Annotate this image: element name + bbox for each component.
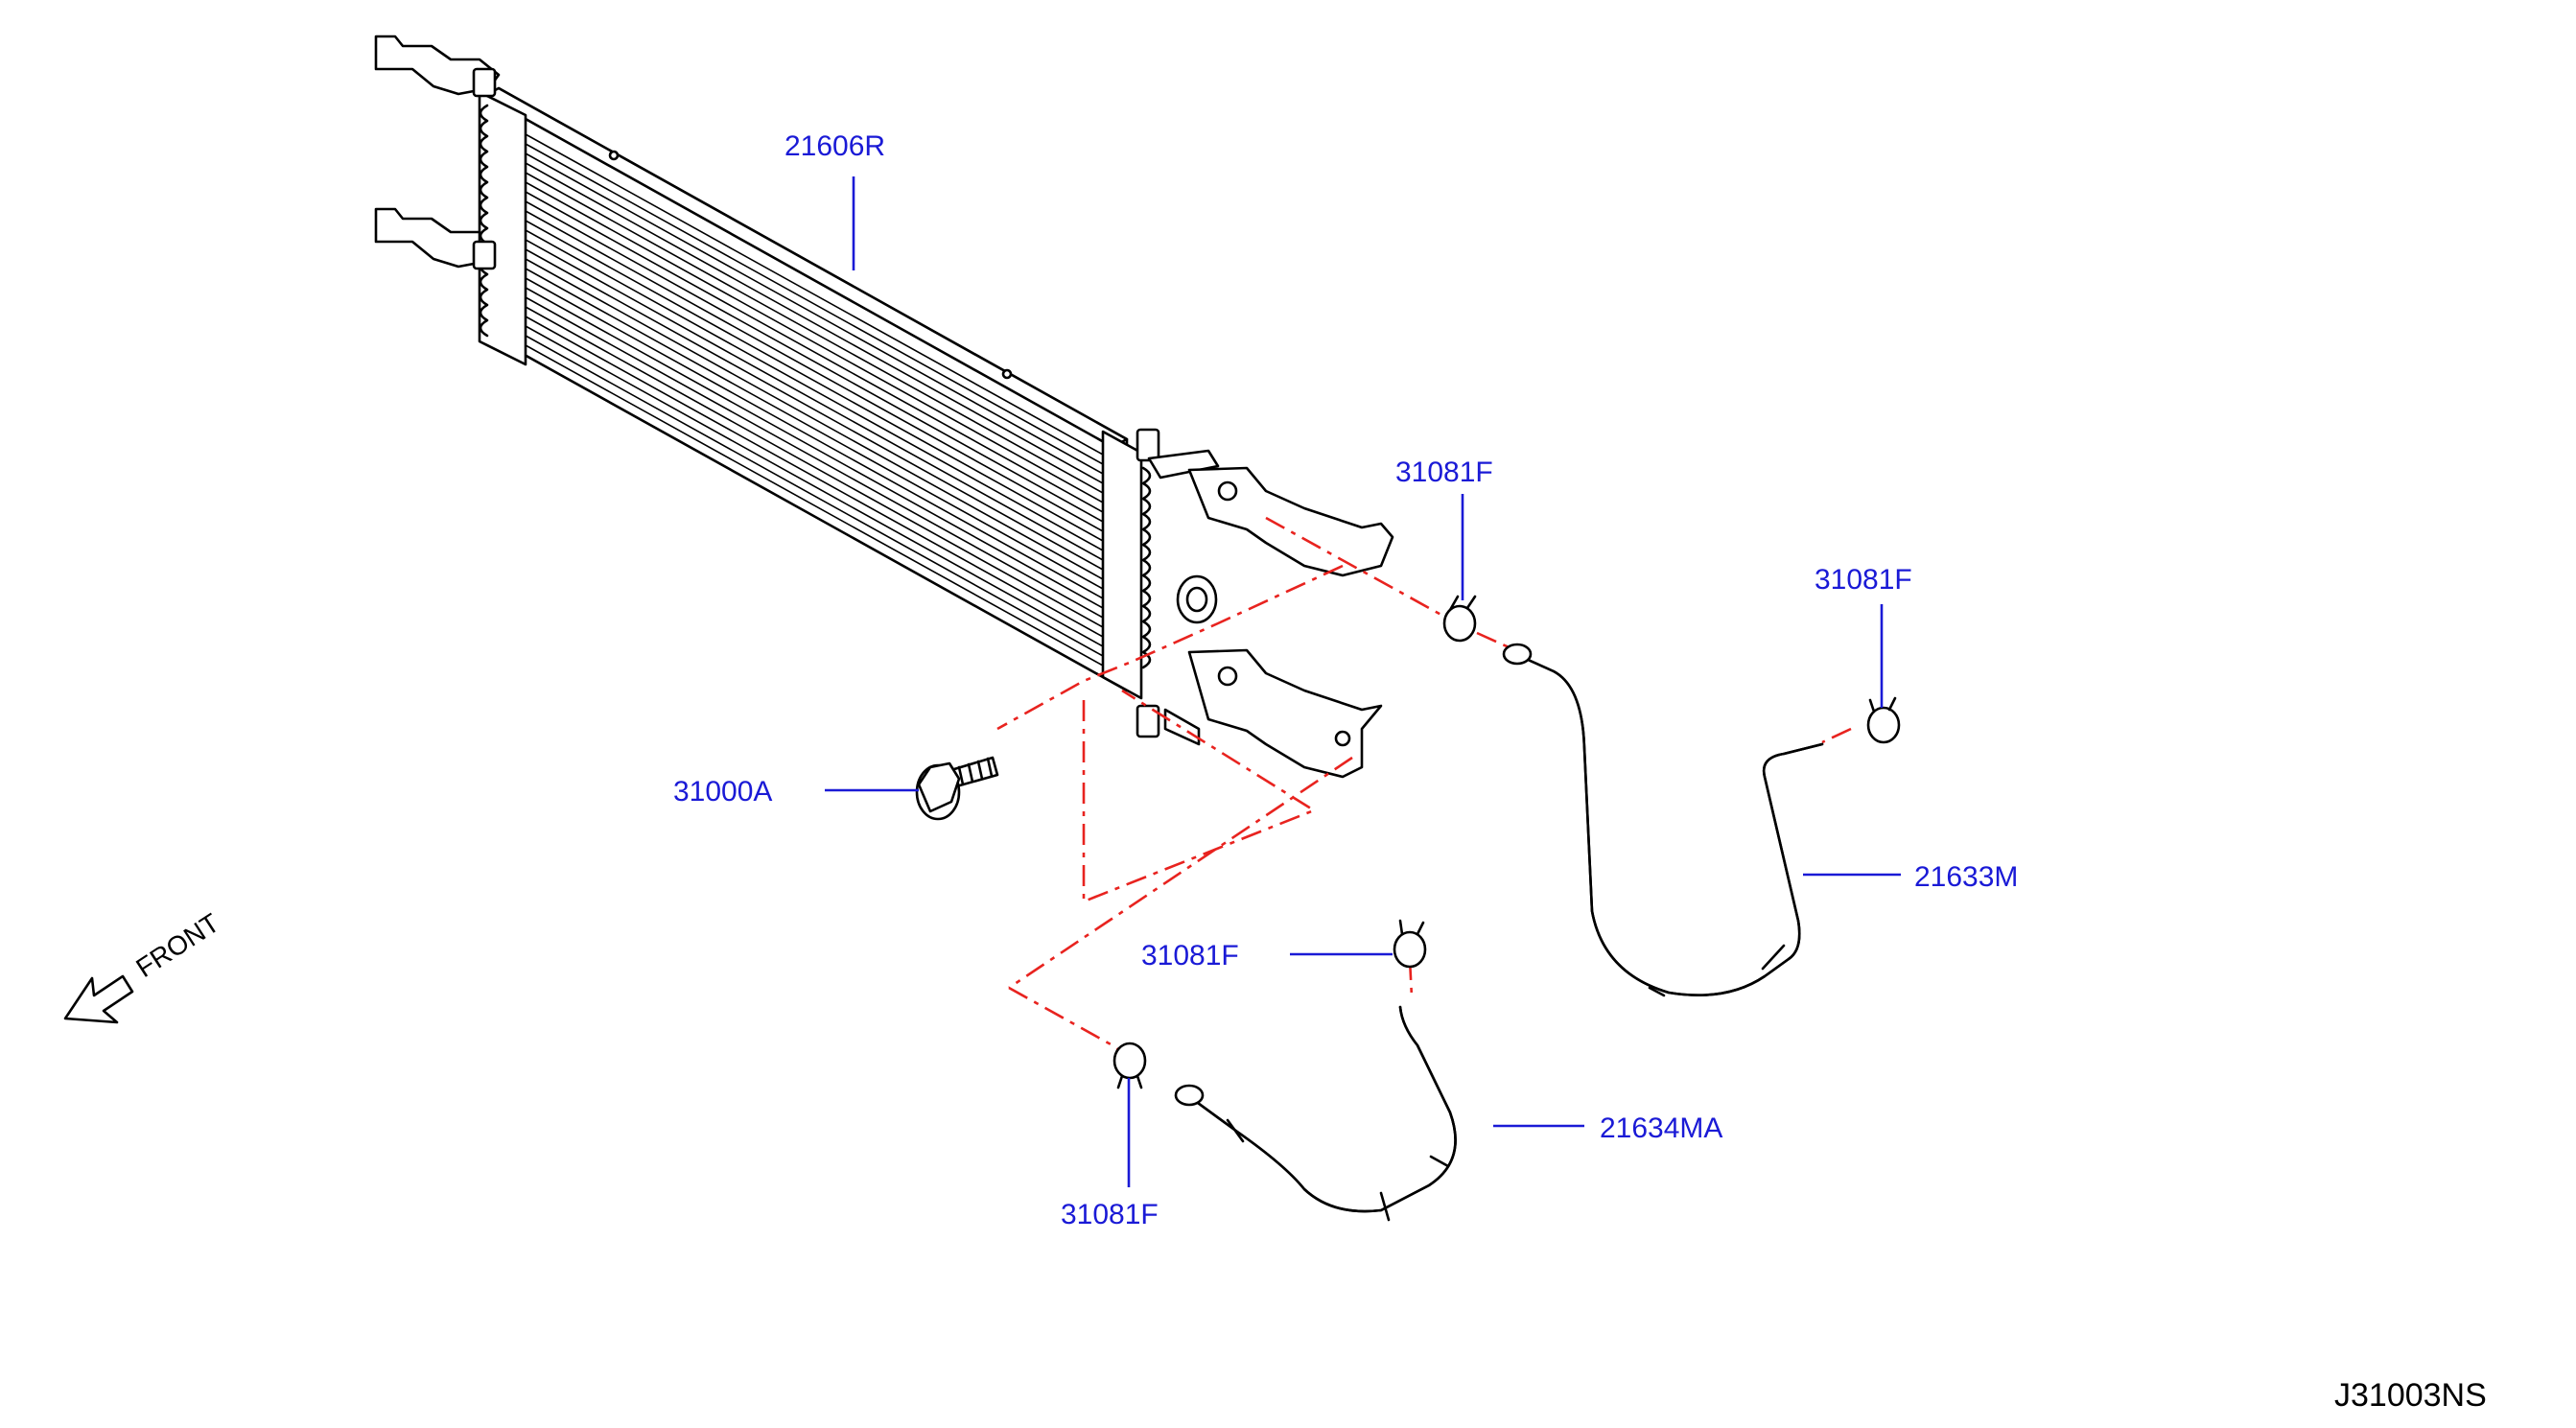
- cooler-right-coils: [1136, 428, 1160, 738]
- cooler-fin-tubes: [525, 133, 1104, 667]
- cooler-right-tank: [1101, 430, 1143, 700]
- callout-cooler: 21606R: [785, 130, 885, 162]
- oil-cooler: [374, 35, 1394, 779]
- front-arrow-icon: [63, 974, 134, 1024]
- clamp-upper-right: [1866, 696, 1901, 744]
- callout-clamp-lower-left: 31081F: [1061, 1199, 1159, 1230]
- cooler-bracket-upper-left: [374, 35, 501, 269]
- cooler-bracket-right: [1163, 466, 1394, 779]
- hose-upper-part: [1502, 643, 1824, 997]
- cooler-pipe-fitting-upper: [1147, 449, 1220, 624]
- callout-hose-upper: 21633M: [1914, 861, 2018, 893]
- callout-clamp-lower-mid: 31081F: [1141, 940, 1239, 972]
- cooler-left-coils: [472, 67, 497, 338]
- bolt-part: [915, 756, 999, 821]
- hose-lower-part: [1174, 1005, 1457, 1222]
- front-indicator: FRONT: [130, 908, 224, 984]
- drawing-code: J31003NS: [2334, 1377, 2487, 1414]
- callout-clamp-upper-mid: 31081F: [1395, 456, 1493, 488]
- callout-hose-lower: 21634MA: [1600, 1112, 1722, 1144]
- callout-bolt: 31000A: [673, 776, 772, 808]
- clamp-lower-mid: [1393, 919, 1427, 969]
- clamp-upper-mid: [1442, 595, 1477, 643]
- leader-lines: [825, 176, 1901, 1187]
- callout-clamp-upper-right: 31081F: [1815, 564, 1912, 596]
